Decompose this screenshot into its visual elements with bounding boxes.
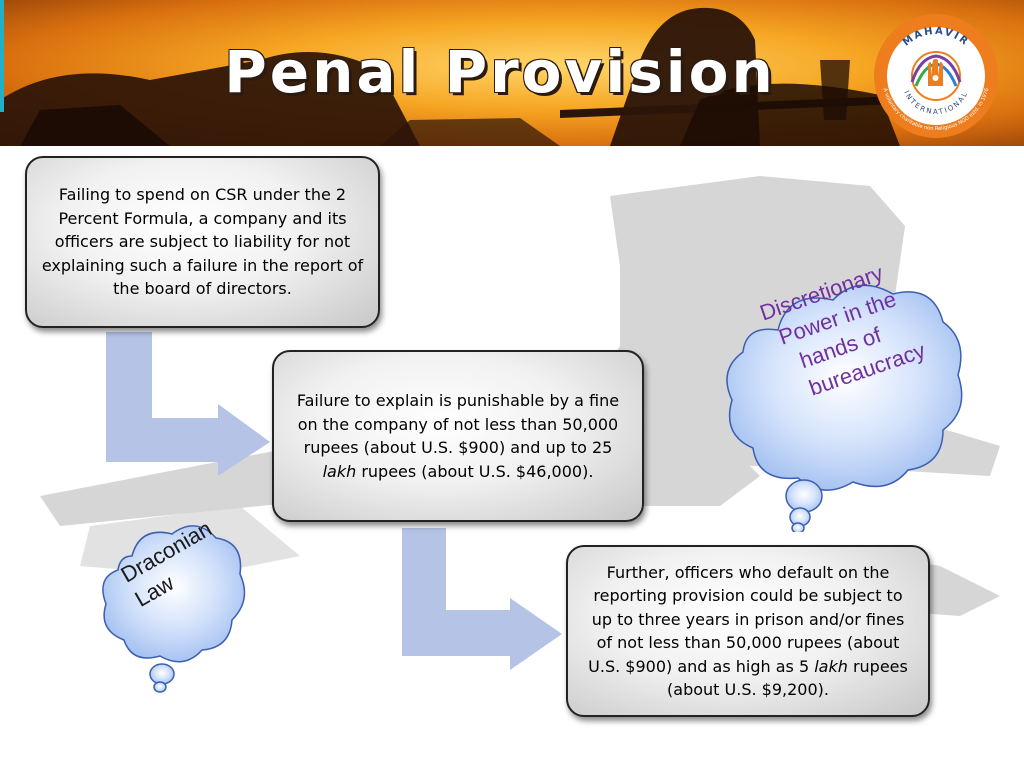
box3-text: Further, officers who default on the rep… <box>582 561 914 702</box>
thought-cloud-discretionary <box>726 284 963 532</box>
header-banner: Penal Provision MAHAVIR INTERNATIONAL A … <box>0 0 1024 146</box>
slide-title: Penal Provision <box>224 38 776 106</box>
arrow-2 <box>402 528 562 670</box>
box3-text-italic: lakh <box>814 656 848 676</box>
box2-text: Failure to explain is punishable by a fi… <box>288 389 628 483</box>
box3-text-a: Further, officers who default on the rep… <box>588 562 905 676</box>
box1-text: Failing to spend on CSR under the 2 Perc… <box>41 185 364 299</box>
text-box-csr-failure: Failing to spend on CSR under the 2 Perc… <box>25 156 380 328</box>
arrow-1 <box>106 332 270 476</box>
box2-text-b: rupees (about U.S. $46,000). <box>356 461 594 481</box>
text-box-company-fine: Failure to explain is punishable by a fi… <box>272 350 644 522</box>
box3-text-b: rupees (about U.S. $9,200). <box>667 656 908 700</box>
thought-cloud-draconian <box>102 525 246 693</box>
box2-text-italic: lakh <box>322 461 357 481</box>
mahavir-international-logo: MAHAVIR INTERNATIONAL A voluntary charit… <box>874 14 998 138</box>
text-box-officer-penalty: Further, officers who default on the rep… <box>566 545 930 717</box>
box2-text-a: Failure to explain is punishable by a fi… <box>296 391 620 457</box>
header-accent-bar <box>0 0 4 112</box>
scales-of-justice-silhouette <box>0 7 900 146</box>
